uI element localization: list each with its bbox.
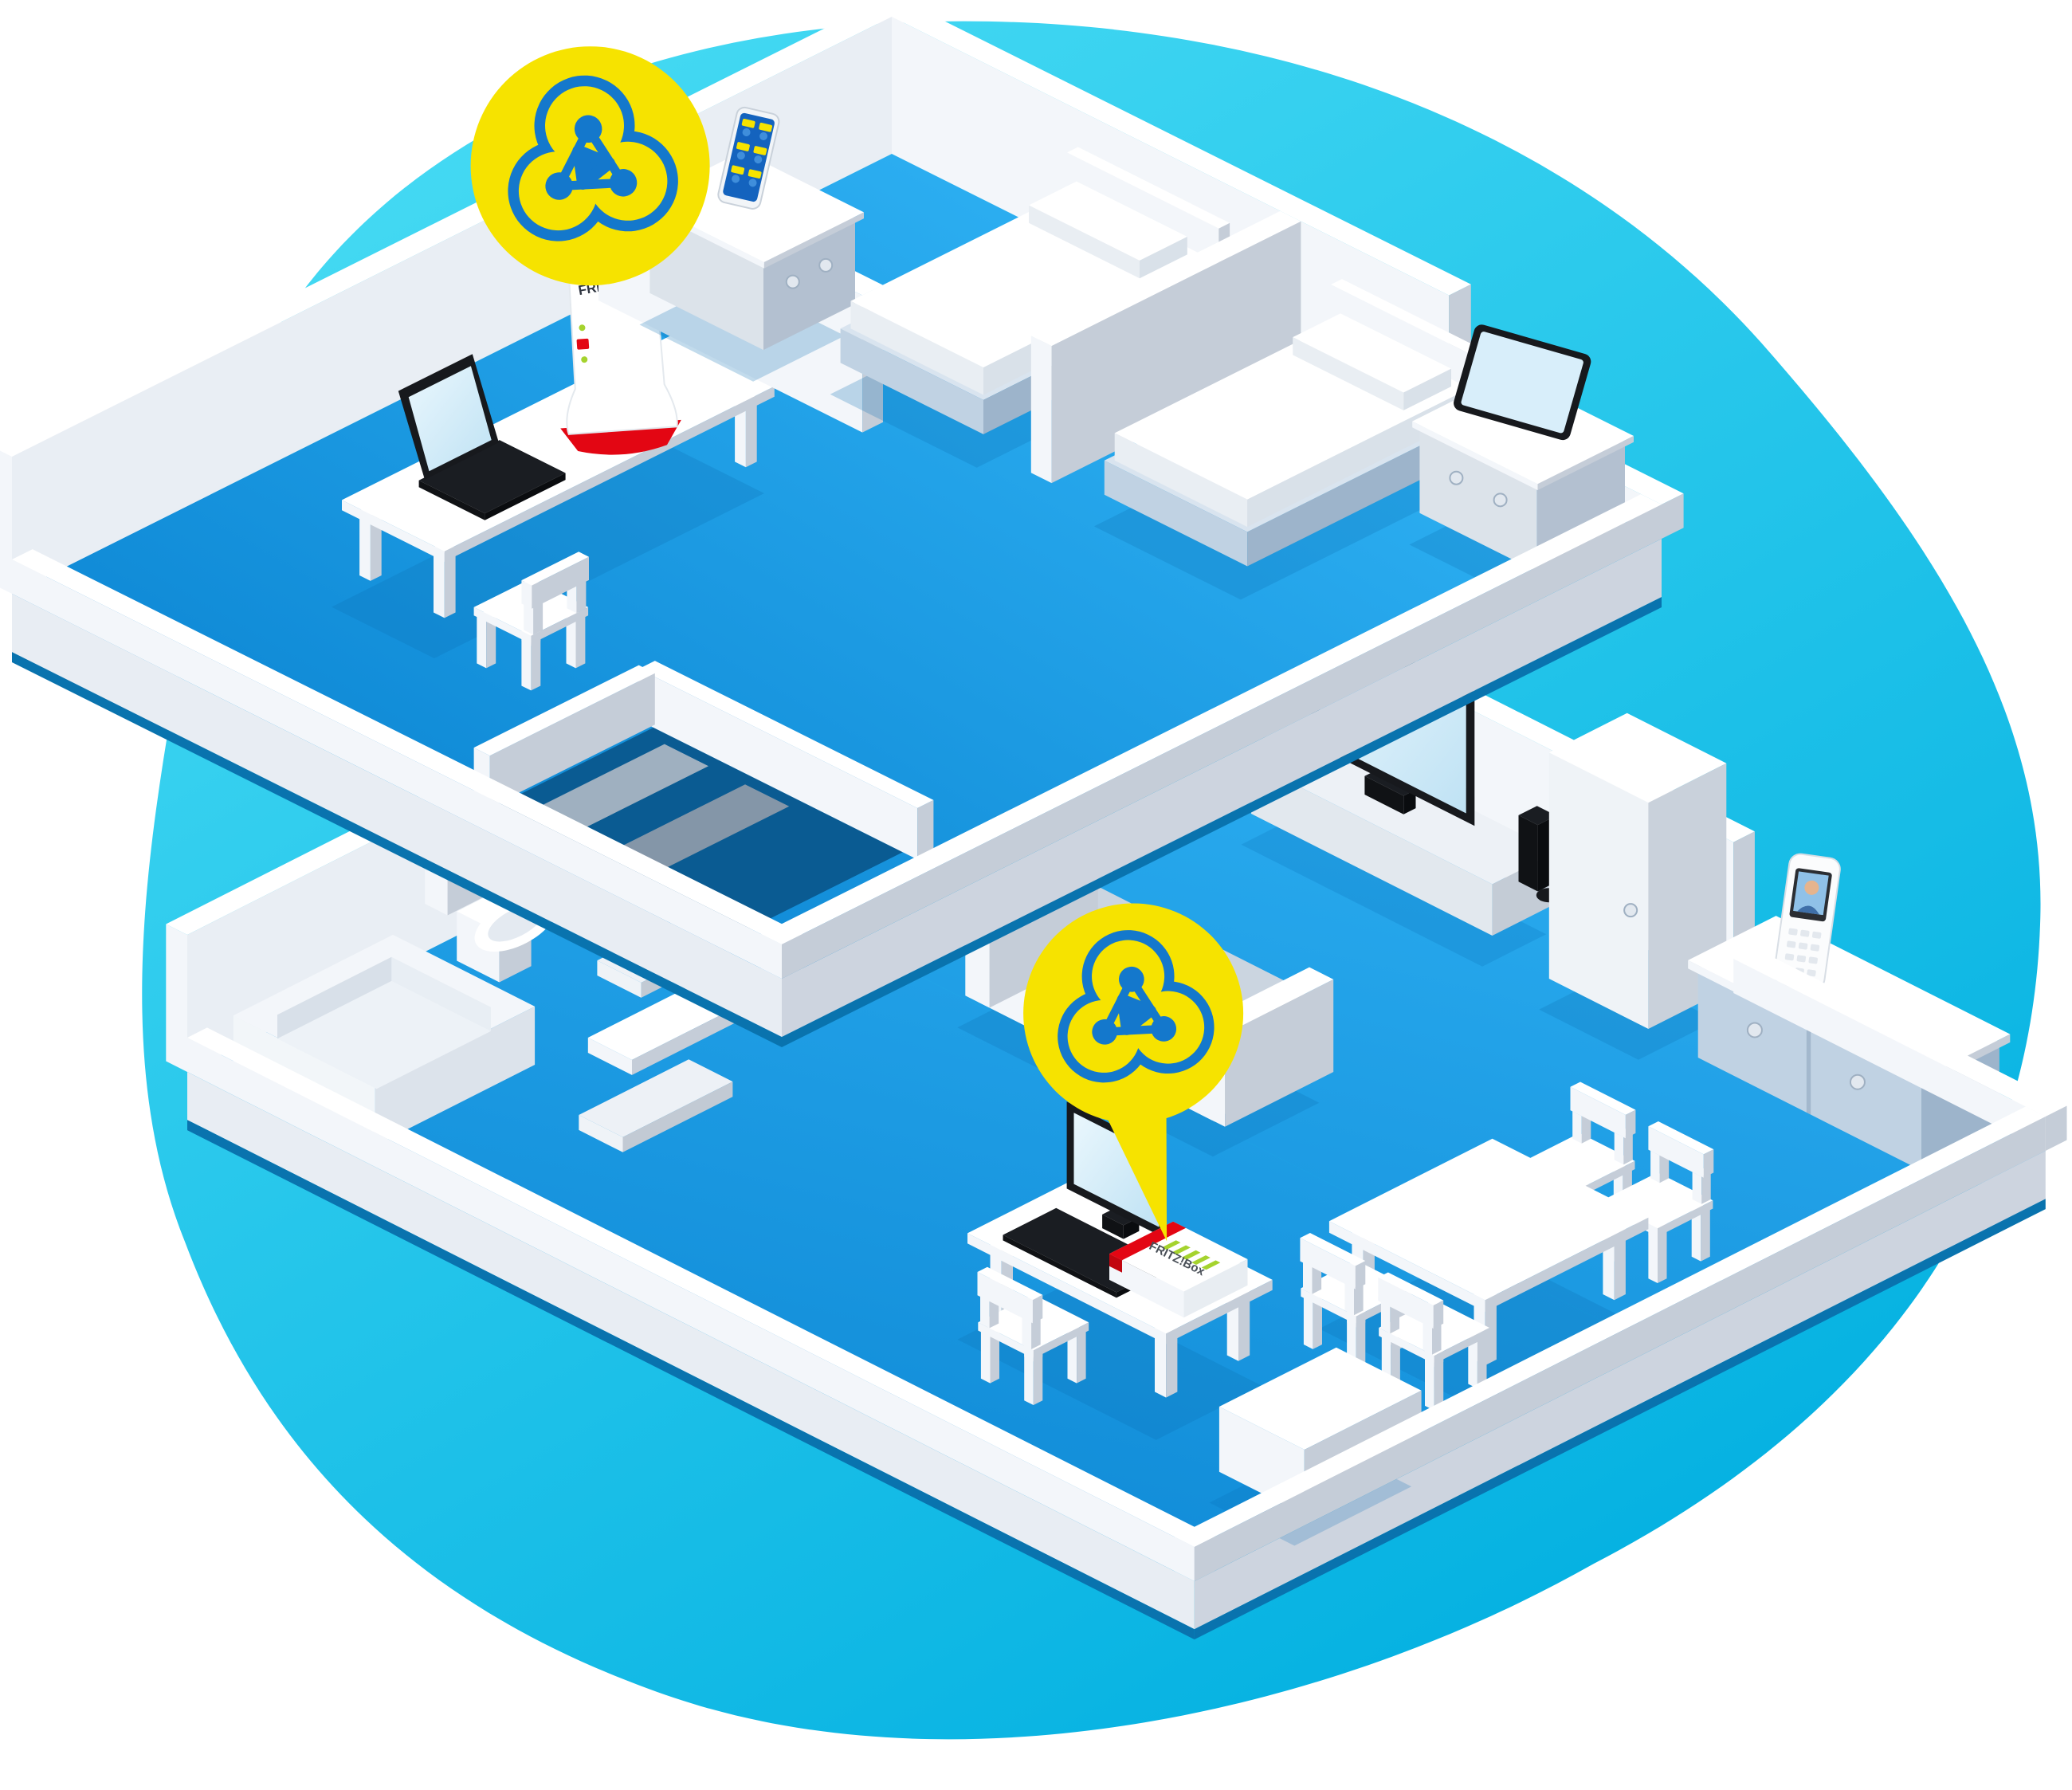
fritzbox-router: FRITZ!Box (1109, 1221, 1248, 1318)
smartphone (717, 106, 780, 210)
mesh-badges (470, 46, 1244, 1242)
upper-floor: FRITZ! (0, 6, 1684, 1047)
dining-chair-front-1 (1300, 1233, 1412, 1372)
laptop (398, 354, 566, 520)
mesh-icon (1058, 930, 1215, 1083)
dining-set (1300, 1081, 1714, 1411)
bed-2 (1093, 279, 1494, 600)
tablet (1454, 324, 1591, 441)
dect-phone (1772, 853, 1841, 991)
office-chair (473, 552, 589, 691)
dining-chair-front-2 (1378, 1272, 1489, 1411)
mesh-badge-router (1023, 903, 1244, 1242)
dining-chair-back-2 (1602, 1121, 1714, 1283)
mesh-icon (508, 75, 678, 241)
home-office: FRITZ! (332, 259, 775, 658)
mesh-badge-repeater (470, 46, 710, 286)
desktop-monitor (1066, 1101, 1167, 1239)
stairwell-opening (492, 727, 903, 933)
pc-desk: FRITZ!Box (957, 1101, 1273, 1440)
desk-chair (977, 1266, 1089, 1405)
